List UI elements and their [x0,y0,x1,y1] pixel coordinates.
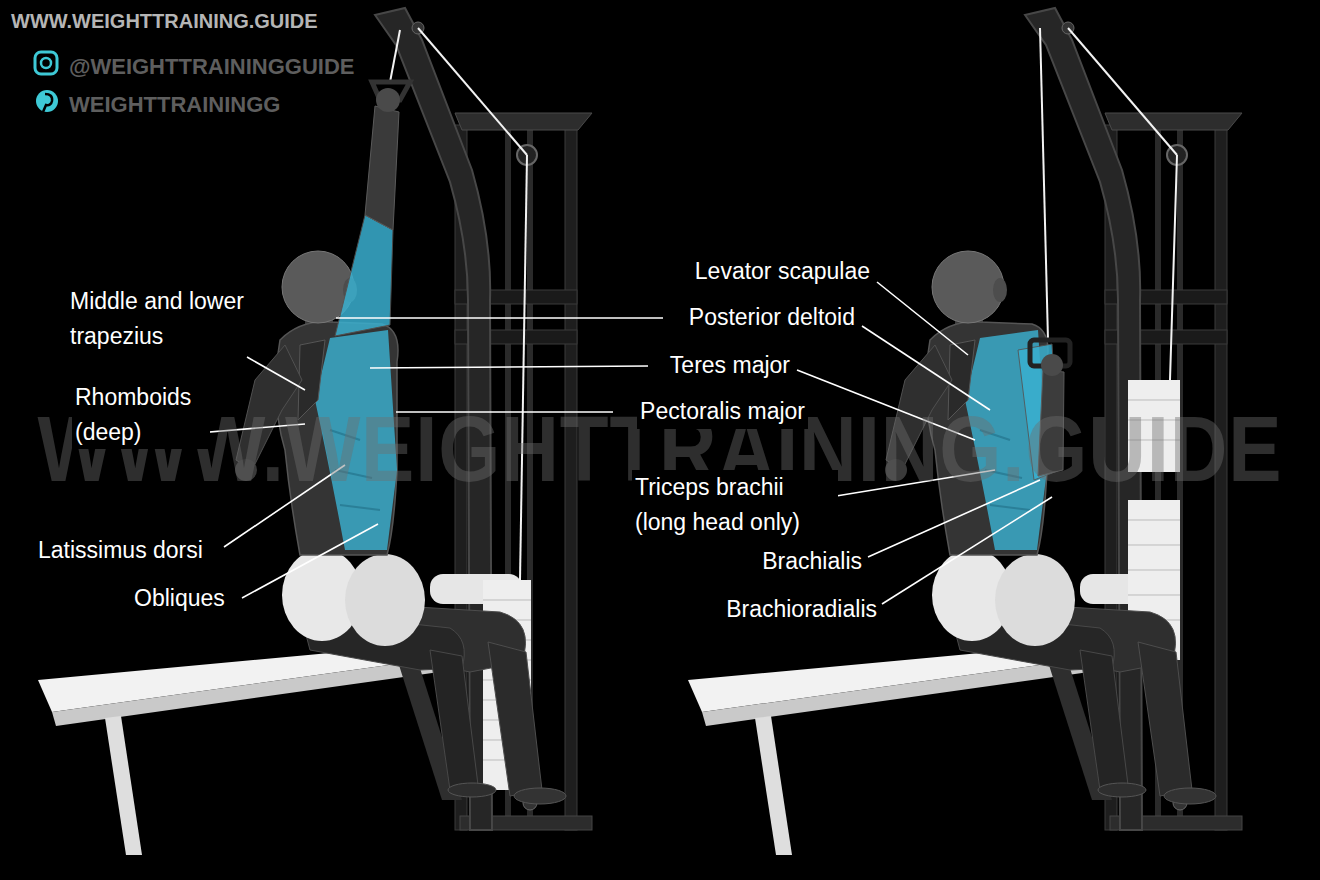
muscle-label: Brachialis [759,544,865,579]
muscle-label: Latissimus dorsi [35,533,206,568]
muscle-label: Rhomboids (deep) [72,380,210,449]
social-handle: WEIGHTTRAININGG [66,88,283,121]
muscle-label: Middle and lower trapezius [67,284,251,353]
muscle-label: Brachioradialis [723,592,880,627]
muscle-label: Pectoralis major [637,394,808,429]
muscle-label: Posterior deltoid [686,300,858,335]
muscle-label: Obliques [131,581,228,616]
site-watermark: WWW.WEIGHTTRAINING.GUIDE [8,6,321,36]
muscle-label: Triceps brachii (long head only) [632,470,838,539]
social-handle: @WEIGHTTRAININGGUIDE [66,50,357,83]
muscle-label: Levator scapulae [692,254,873,289]
muscle-label: Teres major [667,348,793,383]
